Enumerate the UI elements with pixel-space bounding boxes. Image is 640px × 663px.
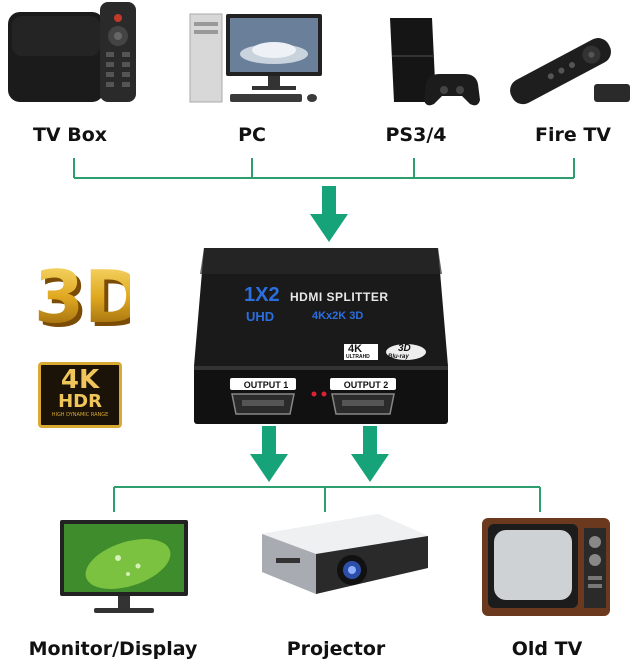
splitter-model: 1X2 xyxy=(244,284,280,306)
hdr-text: HDR xyxy=(58,391,102,412)
output-arrow-1 xyxy=(250,426,288,482)
tv-box-remote xyxy=(100,2,136,102)
source-label-ps: PS3/4 xyxy=(385,124,447,146)
led-2 xyxy=(321,391,327,397)
source-label-tv-box: TV Box xyxy=(32,124,108,146)
projector-image xyxy=(262,514,428,594)
splitter-3d-label: 3D xyxy=(398,343,411,354)
hdr-subtext: HIGH DYNAMIC RANGE xyxy=(51,412,109,418)
3d-badge: 3D 3D xyxy=(34,255,130,338)
tv-box-image xyxy=(8,2,136,102)
source-label-pc: PC xyxy=(238,124,266,146)
splitter-ultrahd-label: ULTRAHD xyxy=(346,354,370,360)
monitor-image xyxy=(60,520,188,613)
4k-hdr-badge: 4K HDR HIGH DYNAMIC RANGE xyxy=(38,362,122,428)
output-port-1 xyxy=(230,378,296,415)
input-arrow xyxy=(310,186,348,242)
firetv-image xyxy=(510,38,630,105)
splitter-uhd: UHD xyxy=(246,309,275,324)
splitter-4k-label: 4K xyxy=(348,343,363,355)
splitter-title: HDMI SPLITTER xyxy=(290,290,389,304)
splitter-spec: 4Kx2K 3D xyxy=(312,310,364,322)
old-tv-image xyxy=(482,518,610,616)
output-arrow-2 xyxy=(351,426,389,482)
output-label-oldtv: Old TV xyxy=(511,638,583,660)
splitter-bluray-label: Blu-ray xyxy=(388,354,409,360)
top-bus-line xyxy=(73,158,575,179)
source-label-firetv: Fire TV xyxy=(534,124,612,146)
ps-controller xyxy=(424,74,480,106)
3d-badge-text: 3D xyxy=(34,255,130,338)
ps-image xyxy=(390,18,480,106)
output-label-projector: Projector xyxy=(286,638,386,660)
output-label-monitor: Monitor/Display xyxy=(28,638,198,660)
led-1 xyxy=(311,391,317,397)
svg-text:3D: 3D xyxy=(38,259,130,338)
4k-ultrahd-badge xyxy=(344,344,378,360)
bottom-bus-line xyxy=(113,486,541,512)
hdmi-splitter xyxy=(194,248,448,424)
4k-text: 4K xyxy=(60,365,100,395)
port-label-1: OUTPUT 1 xyxy=(243,380,289,390)
port-label-2: OUTPUT 2 xyxy=(343,380,389,390)
3d-bluray-badge xyxy=(386,344,426,360)
output-port-2 xyxy=(330,378,396,415)
pc-image xyxy=(189,13,322,103)
